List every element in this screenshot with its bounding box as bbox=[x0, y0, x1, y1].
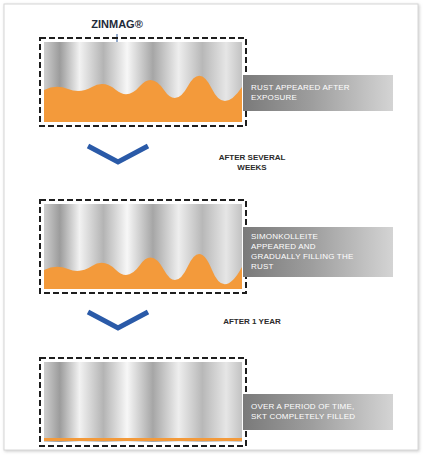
rust-layer bbox=[44, 76, 242, 122]
step-description: SIMONKOLLEITE APPEARED AND GRADUALLY FIL… bbox=[251, 232, 363, 272]
step-chevron bbox=[88, 312, 148, 328]
steel-panel bbox=[40, 200, 246, 293]
material-label: ZINMAG® bbox=[77, 18, 157, 32]
steel-panel bbox=[40, 358, 246, 446]
rust-layer bbox=[44, 254, 242, 289]
step-label-box: OVER A PERIOD OF TIME, SKT COMPLETELY FI… bbox=[243, 394, 393, 430]
outer-frame bbox=[4, 4, 418, 450]
steel-panel bbox=[40, 38, 246, 126]
rust-layer bbox=[44, 438, 242, 441]
time-step-label: AFTER SEVERAL WEEKS bbox=[215, 153, 289, 173]
step-description: OVER A PERIOD OF TIME, SKT COMPLETELY FI… bbox=[251, 402, 363, 422]
time-step-label: AFTER 1 YEAR bbox=[215, 317, 289, 327]
step-label-box: SIMONKOLLEITE APPEARED AND GRADUALLY FIL… bbox=[243, 227, 393, 277]
step-description: RUST APPEARED AFTER EXPOSURE bbox=[251, 83, 363, 103]
step-chevron bbox=[88, 146, 148, 162]
step-label-box: RUST APPEARED AFTER EXPOSURE bbox=[243, 75, 393, 111]
